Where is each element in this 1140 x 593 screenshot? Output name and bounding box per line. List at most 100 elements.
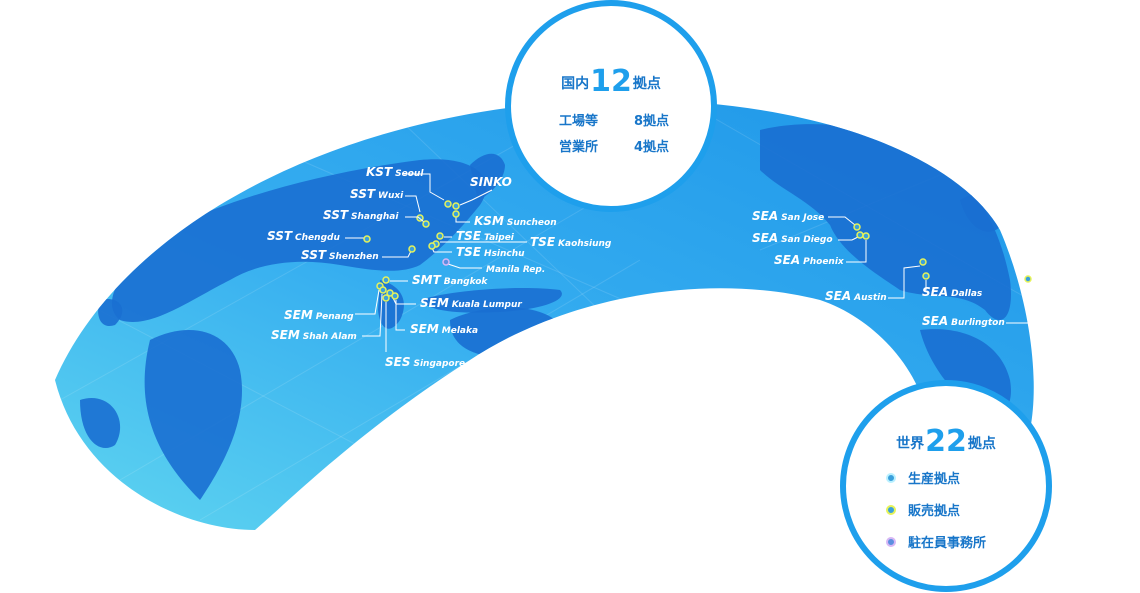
location-code: SST [350, 187, 376, 201]
location-code: SEM [271, 328, 300, 342]
location-leader-line [455, 216, 470, 223]
location-code: TSE [456, 245, 482, 259]
global-locations-circle: 世界22拠点 生産拠点 販売拠点 駐在員事務所 [840, 380, 1052, 592]
global-suffix: 拠点 [967, 436, 996, 452]
location-leader-line [459, 189, 493, 206]
location-name: Shah Alam [303, 332, 357, 342]
location-dot [922, 272, 930, 280]
legend-label: 販売拠点 [908, 504, 961, 519]
location-code: SMT [412, 273, 442, 287]
legend-dot-sales [886, 504, 896, 515]
location-leader-line [362, 293, 383, 337]
location-name: Penang [316, 312, 354, 322]
location-leader-line [405, 216, 425, 223]
domestic-locations-circle: 国内12拠点 工場等 8拠点 営業所 4拠点 [505, 0, 717, 212]
location-leader-line [828, 216, 856, 226]
location-leader-line [382, 250, 412, 258]
location-code: TSE [530, 235, 556, 249]
legend-representative-office: 駐在員事務所 [886, 532, 986, 551]
location-dot [1024, 275, 1032, 283]
location-sem-melaka: SEM Melaka [391, 292, 478, 336]
location-name: Shenzhen [329, 252, 379, 262]
legend-dot-production [886, 472, 896, 483]
domestic-row-label: 工場等 [559, 114, 599, 129]
location-label: Manila Rep. [486, 265, 545, 275]
location-name: Dallas [951, 289, 983, 299]
location-dot [436, 232, 444, 240]
location-dot [422, 220, 430, 228]
location-name: Phoenix [803, 257, 845, 267]
location-code: SEA [922, 285, 948, 299]
location-code: SEA [774, 253, 800, 267]
location-dot [382, 276, 390, 284]
global-title: 世界22拠点 [846, 424, 1046, 459]
location-code: SST [301, 248, 327, 262]
location-dot [862, 232, 870, 240]
location-name: Melaka [442, 326, 478, 336]
location-leader-line [405, 195, 421, 213]
location-dot [442, 258, 450, 266]
location-code: SST [267, 229, 293, 243]
location-code: KSM [474, 214, 504, 228]
location-name: Bangkok [444, 277, 489, 287]
location-dot [391, 292, 399, 300]
location-dot [452, 202, 460, 210]
location-office-manila-rep-: Manila Rep. [442, 258, 545, 275]
location-leader-line [1006, 283, 1029, 324]
domestic-suffix: 拠点 [632, 76, 661, 92]
global-count: 22 [925, 424, 967, 459]
location-name: Seoul [395, 169, 424, 179]
location-dot [452, 210, 460, 218]
location-code: SEA [922, 314, 948, 328]
location-code: SINKO [470, 175, 512, 189]
domestic-prefix: 国内 [561, 76, 590, 92]
location-code: SEA [752, 209, 778, 223]
location-code: TSE [456, 229, 482, 243]
location-code: SEA [752, 231, 778, 245]
domestic-row-value: 8拠点 [633, 114, 669, 129]
location-leader-line [838, 236, 859, 241]
domestic-row-factories: 工場等 8拠点 [559, 110, 669, 129]
location-name: Kaohsiung [558, 239, 612, 249]
location-dot [853, 223, 861, 231]
location-name: Kuala Lumpur [452, 300, 523, 310]
legend-label: 駐在員事務所 [908, 536, 987, 551]
location-name: Manila Rep. [486, 265, 545, 275]
location-code: SES [385, 355, 410, 369]
location-code: SEM [420, 296, 449, 310]
global-prefix: 世界 [896, 436, 925, 452]
location-leader-line [395, 300, 405, 331]
domestic-count: 12 [590, 64, 632, 99]
location-leader-line [404, 173, 445, 201]
legend-label: 生産拠点 [908, 472, 961, 487]
legend-production: 生産拠点 [886, 468, 960, 487]
legend-dot-office [886, 536, 896, 547]
